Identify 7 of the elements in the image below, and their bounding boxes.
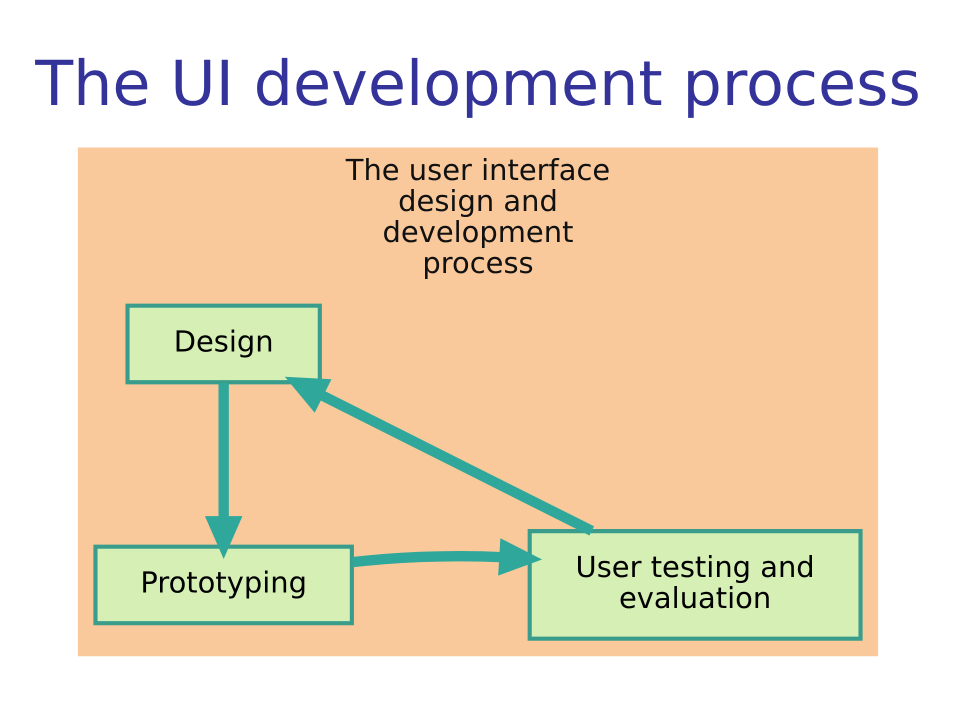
arrow: [284, 376, 594, 536]
arrow: [204, 383, 242, 559]
arrow: [352, 538, 542, 576]
diagram-title: The UI development process: [35, 47, 921, 120]
node-box: User testing and evaluation: [528, 529, 863, 641]
node-box: Prototyping: [93, 544, 354, 626]
node-box: Design: [125, 304, 322, 384]
